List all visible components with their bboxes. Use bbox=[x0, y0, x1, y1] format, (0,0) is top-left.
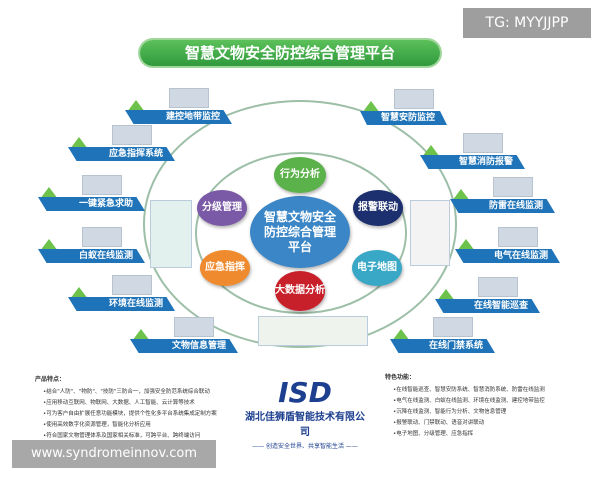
device-image bbox=[432, 317, 473, 337]
triangle-decoration bbox=[422, 145, 440, 157]
list-item: •电子地图、分级管理、应急指挥 bbox=[393, 431, 474, 437]
device-image bbox=[111, 125, 152, 145]
outer-ellipse bbox=[143, 100, 457, 348]
feature-node: 电子地图 bbox=[352, 250, 402, 286]
device-image bbox=[477, 277, 518, 297]
subsystem-banner-right: 智慧安防监控 bbox=[360, 111, 447, 125]
company-logo: ISD 湖北佳狮盾智能技术有限公司 —— 创造安全世界、共享智能生活 —— bbox=[245, 376, 365, 451]
features-left-list: 产品特点： •结合"人防"、"物防"、"技防"三防合一，加强安全防范系统综合联动 •… bbox=[35, 374, 217, 442]
feature-node: 应急指挥 bbox=[200, 250, 250, 286]
page-title: 智慧文物安全防控综合管理平台 bbox=[140, 40, 440, 66]
subsystem-banner-right: 防雷在线监测 bbox=[450, 199, 555, 213]
triangle-decoration bbox=[452, 189, 470, 201]
watermark-bottom: www.syndromeinnov.com bbox=[12, 440, 216, 468]
watermark-top: TG: MYYJJPP bbox=[463, 8, 591, 38]
list-item: •结合"人防"、"物防"、"技防"三防合一，加强安全防范系统综合联动 bbox=[43, 389, 210, 395]
list-heading: 产品特点： bbox=[35, 376, 66, 383]
list-item: •沉降在线监测、智能行为分析、文物信息管理 bbox=[393, 409, 507, 415]
triangle-decoration bbox=[132, 329, 150, 341]
feature-node: 报警联动 bbox=[353, 190, 403, 226]
subsystem-banner-left: 应急指挥系统 bbox=[68, 147, 175, 161]
triangle-decoration bbox=[392, 329, 410, 341]
certificate-left bbox=[150, 200, 192, 268]
subsystem-banner-left: 文物信息管理 bbox=[130, 339, 238, 353]
certificate-right bbox=[410, 200, 450, 266]
list-item: •应用移动互联网、物联网、大数据、人工智能、云计算等技术 bbox=[43, 400, 195, 406]
triangle-decoration bbox=[457, 239, 475, 251]
list-item: •报警联动、门禁联动、语音对讲联动 bbox=[393, 420, 485, 426]
subsystem-banner-left: 白蚁在线监测 bbox=[38, 249, 145, 263]
inner-ellipse bbox=[195, 152, 407, 314]
triangle-decoration bbox=[40, 187, 58, 199]
device-image bbox=[81, 175, 122, 195]
subsystem-banner-right: 在线智能巡查 bbox=[435, 299, 540, 313]
device-image bbox=[462, 133, 503, 153]
center-platform: 智慧文物安全防控综合管理平台 bbox=[250, 196, 350, 268]
list-item: •在线智能巡查、智慧安防系统、智慧消防系统、防雷在线监测 bbox=[393, 387, 545, 393]
list-heading: 特色功能： bbox=[385, 374, 416, 381]
subsystem-banner-right: 电气在线监测 bbox=[455, 249, 560, 263]
subsystem-banner-left: 一键紧急求助 bbox=[38, 197, 145, 211]
certificate-bottom bbox=[258, 316, 368, 346]
company-name: 湖北佳狮盾智能技术有限公司 bbox=[245, 412, 365, 438]
device-image bbox=[168, 88, 209, 108]
feature-node: 分级管理 bbox=[197, 190, 247, 226]
features-right-list: 特色功能： •在线智能巡查、智慧安防系统、智慧消防系统、防雷在线监测 •电气在线监测… bbox=[385, 372, 545, 440]
triangle-decoration bbox=[362, 101, 380, 113]
feature-node: 行为分析 bbox=[274, 157, 326, 193]
device-image bbox=[111, 275, 152, 295]
subsystem-banner-left: 建控地带监控 bbox=[125, 110, 232, 124]
triangle-decoration bbox=[70, 287, 88, 299]
device-image bbox=[174, 317, 214, 337]
feature-node: 大数据分析 bbox=[275, 271, 325, 311]
list-item: •电气在线监测、白蚁在线监测、环境在线监测、建控地带监控 bbox=[393, 398, 545, 404]
triangle-decoration bbox=[127, 100, 145, 112]
slogan: —— 创造安全世界、共享智能生活 —— bbox=[252, 443, 358, 450]
subsystem-banner-right: 智慧消防报警 bbox=[420, 155, 525, 169]
list-item: •符合国家文物管理体系及国家相关标准，可跨平台、跨终端访问 bbox=[43, 433, 201, 439]
subsystem-banner-right: 在线门禁系统 bbox=[390, 339, 495, 353]
logo-mark: ISD bbox=[278, 376, 332, 409]
triangle-decoration bbox=[437, 289, 455, 301]
subsystem-banner-left: 环境在线监测 bbox=[68, 297, 175, 311]
list-item: •使用高效数字化资源管理，智能化分析应用 bbox=[43, 422, 151, 428]
list-item: •可为客户自由扩展任意功能模块，提供个性化多平台系统集成定制方案 bbox=[43, 411, 217, 417]
triangle-decoration bbox=[70, 137, 88, 149]
triangle-decoration bbox=[40, 239, 58, 251]
device-image bbox=[492, 177, 533, 197]
device-image bbox=[393, 89, 434, 109]
device-image bbox=[81, 227, 122, 247]
device-image bbox=[497, 227, 538, 247]
